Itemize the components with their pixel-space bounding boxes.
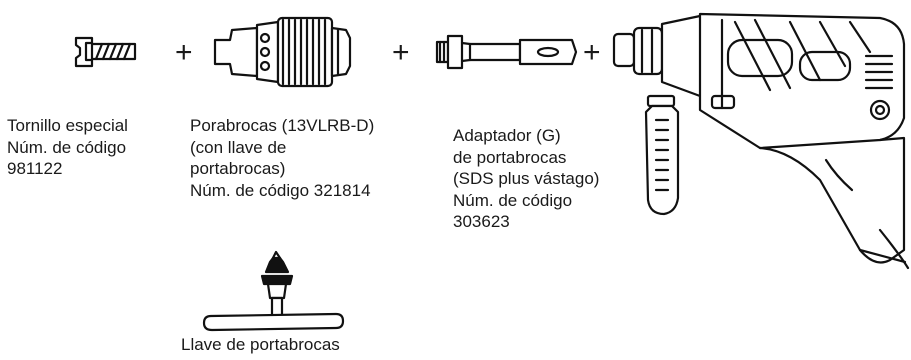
- special-screw-icon: [74, 36, 137, 68]
- chuck-adapter-code-label: Núm. de código: [453, 190, 573, 210]
- drill-chuck-name: Porabrocas (13VLRB-D): [190, 116, 375, 135]
- chuck-adapter-label: Adaptador (G) de portabrocas (SDS plus v…: [453, 125, 599, 233]
- drill-chuck-line2: (con llave de: [190, 137, 287, 157]
- chuck-key-icon: [202, 250, 345, 332]
- rotary-hammer-icon: [612, 12, 910, 270]
- plus-sign-2: +: [392, 36, 410, 69]
- special-screw-code: 981122: [7, 159, 63, 178]
- chuck-key-name: Llave de portabrocas: [181, 335, 340, 354]
- chuck-adapter-icon: [435, 34, 578, 70]
- chuck-adapter-code: 303623: [453, 212, 510, 231]
- drill-chuck-icon: [213, 16, 352, 88]
- plus-sign-1: +: [175, 36, 193, 69]
- plus-sign-3: +: [583, 36, 601, 69]
- drill-chuck-line3: portabrocas): [190, 159, 286, 178]
- chuck-adapter-name: Adaptador (G): [453, 126, 561, 145]
- chuck-adapter-line2: de portabrocas: [453, 147, 567, 167]
- drill-chuck-label: Porabrocas (13VLRB-D) (con llave de port…: [190, 115, 374, 201]
- special-screw-code-label: Núm. de código: [7, 137, 127, 157]
- special-screw-name: Tornillo especial: [7, 116, 128, 135]
- chuck-key-label: Llave de portabrocas: [181, 334, 340, 356]
- special-screw-label: Tornillo especial Núm. de código 981122: [7, 115, 128, 180]
- chuck-adapter-line3: (SDS plus vástago): [453, 169, 600, 188]
- drill-chuck-code: Núm. de código 321814: [190, 180, 371, 200]
